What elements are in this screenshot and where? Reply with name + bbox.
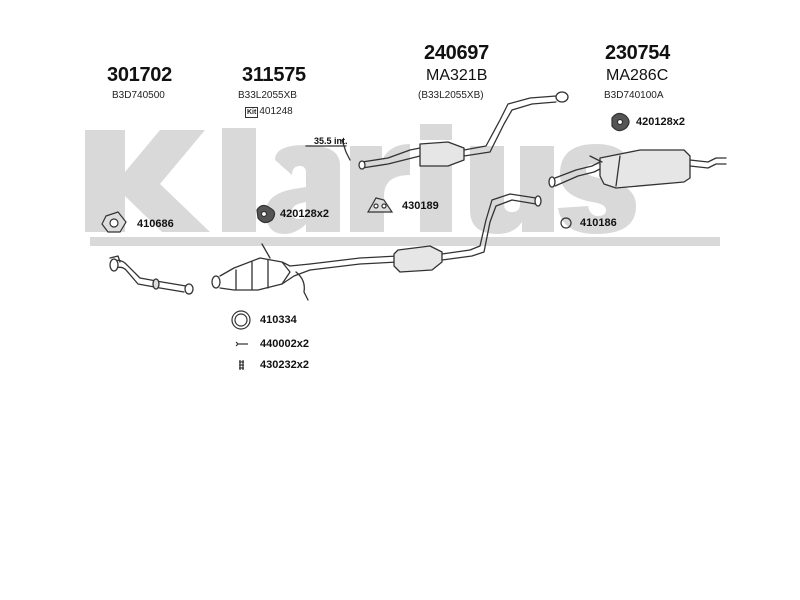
accessory-label: 410686	[137, 218, 174, 230]
dimension-note: 35.5 int.	[314, 136, 348, 146]
accessory-label: 430189	[402, 200, 439, 212]
intermediate-pipe	[305, 91, 569, 170]
watermark-letter	[222, 128, 256, 232]
reference-code: B3D740100A	[604, 90, 664, 101]
oem-code: MA286C	[606, 67, 669, 84]
ring-gasket-icon	[231, 310, 251, 330]
front-pipe	[109, 255, 194, 295]
part-number-301702: 301702	[107, 64, 172, 86]
watermark-letter	[420, 124, 452, 140]
watermark-bar	[90, 237, 720, 246]
spring-icon	[239, 360, 244, 370]
middle-pipe	[309, 193, 542, 273]
kit-icon: Kit	[245, 107, 259, 118]
flange-gasket-icon	[101, 211, 127, 233]
ring-gasket-icon	[560, 217, 572, 229]
watermark-letter	[470, 146, 554, 234]
bolt-icon	[235, 341, 248, 347]
reference-code: (B33L2055XB)	[418, 90, 484, 101]
catalytic-converter	[211, 243, 311, 301]
rubber-mount-icon	[256, 204, 276, 224]
accessory-label: 420128x2	[636, 116, 685, 128]
accessory-label: 410186	[580, 217, 617, 229]
rubber-mount-icon	[611, 112, 630, 132]
hanger-bracket-icon	[366, 197, 394, 213]
reference-code: B3D740500	[112, 90, 165, 101]
part-number-230754: 230754	[605, 42, 670, 64]
oem-code: MA321B	[426, 67, 488, 84]
accessory-label: 410334	[260, 314, 297, 326]
reference-code: B33L2055XB	[238, 90, 297, 101]
accessory-label: 440002x2	[260, 338, 309, 350]
part-number-311575: 311575	[242, 64, 306, 86]
accessory-label: 430232x2	[260, 359, 309, 371]
rear-silencer	[548, 149, 727, 189]
kit-number: 401248	[259, 106, 293, 117]
watermark-letter	[85, 130, 210, 232]
watermark-letter	[266, 145, 340, 234]
accessory-label: 420128x2	[280, 208, 329, 220]
part-number-240697: 240697	[424, 42, 489, 64]
